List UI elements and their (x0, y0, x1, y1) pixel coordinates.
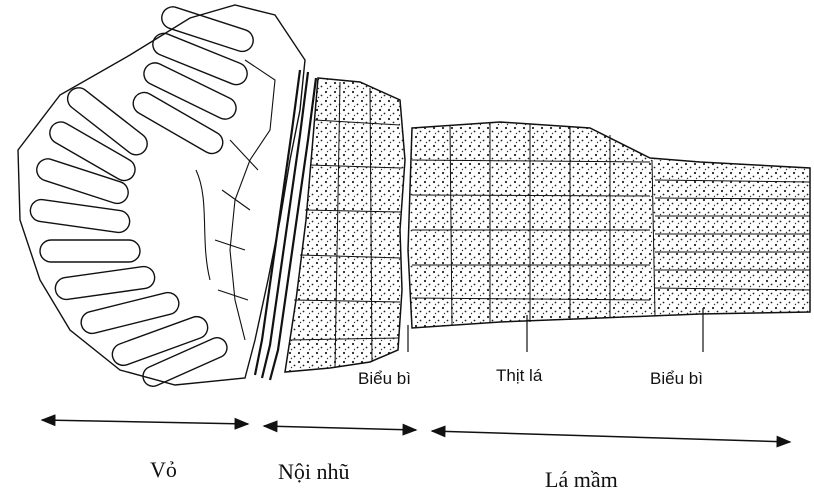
seed-coat-palisade-cells (29, 4, 256, 389)
label-mesophyll: Thịt lá (496, 366, 543, 385)
label-seed-coat: Vỏ (150, 457, 177, 482)
label-cotyledon: Lá mầm (545, 467, 618, 492)
label-endosperm: Nội nhũ (278, 459, 350, 484)
endosperm-arrow (264, 426, 416, 430)
seed-coat-arrow (42, 420, 248, 424)
label-epidermis-left: Biểu bì (358, 369, 411, 388)
cotyledon-region (408, 122, 810, 328)
seed-coat-parenchyma (196, 60, 275, 340)
endosperm-region (285, 78, 405, 372)
label-epidermis-right: Biểu bì (650, 369, 703, 388)
cotyledon-outline (408, 122, 810, 328)
cotyledon-arrow (432, 431, 790, 442)
seed-coat-outline (18, 5, 305, 385)
range-arrows (42, 420, 790, 442)
seed-coat-region (18, 4, 316, 389)
